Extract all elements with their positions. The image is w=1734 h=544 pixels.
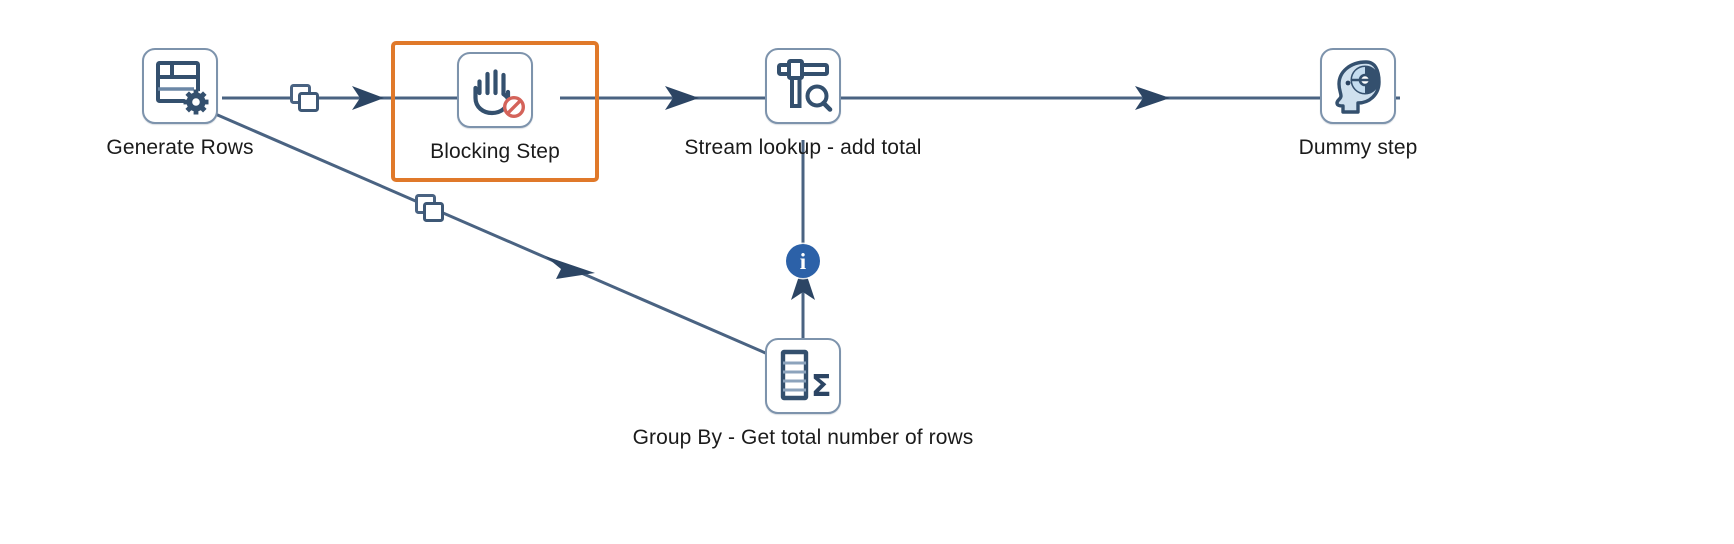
node-label-generate-rows: Generate Rows [106,136,254,159]
node-dummy-step[interactable]: Dummy step [1283,48,1433,161]
info-icon[interactable]: i [786,244,820,278]
node-blocking-step[interactable]: Blocking Step [420,52,570,165]
hop-generate-rows-to-group-by[interactable] [212,111,801,370]
svg-text:Σ: Σ [811,369,832,404]
hand-blocked-icon[interactable] [457,52,533,128]
info-badge-glyph: i [799,248,807,274]
selection-rectangle-blocking-step[interactable] [391,41,599,182]
node-label-group-by: Group By - Get total number of rows [632,426,974,449]
hammer-magnifier-icon[interactable] [765,48,841,124]
node-group-by[interactable]: Σ Group By - Get total number of rows [633,338,973,451]
node-label-dummy-step: Dummy step [1298,136,1418,159]
node-generate-rows[interactable]: Generate Rows [105,48,255,161]
document-gear-icon[interactable] [142,48,218,124]
head-brain-icon[interactable] [1320,48,1396,124]
node-label-stream-lookup: Stream lookup - add total [684,136,922,159]
hop-stream-lookup-to-dummy-step[interactable] [840,86,1400,110]
node-label-blocking-step: Blocking Step [430,140,560,163]
hop-copy-icon[interactable] [411,192,447,226]
node-stream-lookup[interactable]: Stream lookup - add total [684,48,921,161]
column-sigma-icon[interactable]: Σ [765,338,841,414]
hop-copy-icon[interactable] [286,82,322,116]
hop-generate-rows-to-blocking-step[interactable] [222,86,492,110]
